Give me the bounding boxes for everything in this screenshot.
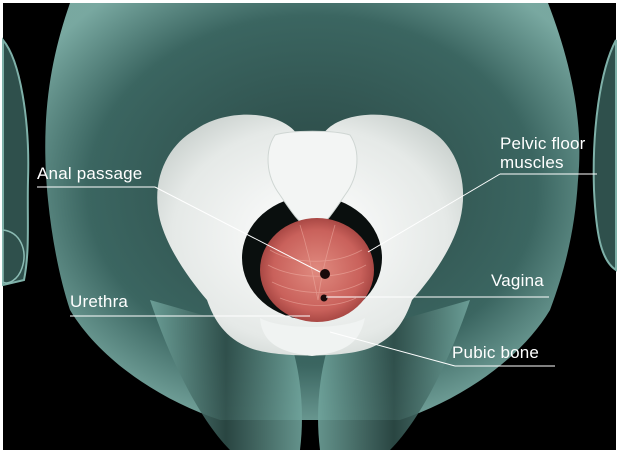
pelvic-floor-muscles-label: Pelvic floor muscles: [500, 134, 586, 172]
pelvic-floor-label-line1: Pelvic floor: [500, 134, 586, 153]
pubic-bone-label: Pubic bone: [452, 344, 539, 362]
urethra-label: Urethra: [70, 293, 128, 311]
anal-passage-label: Anal passage: [37, 165, 142, 183]
anal-passage-opening: [320, 269, 330, 279]
pelvic-floor-label-line2: muscles: [500, 153, 586, 172]
vagina-label: Vagina: [491, 272, 544, 290]
vaginal-opening: [321, 295, 328, 302]
